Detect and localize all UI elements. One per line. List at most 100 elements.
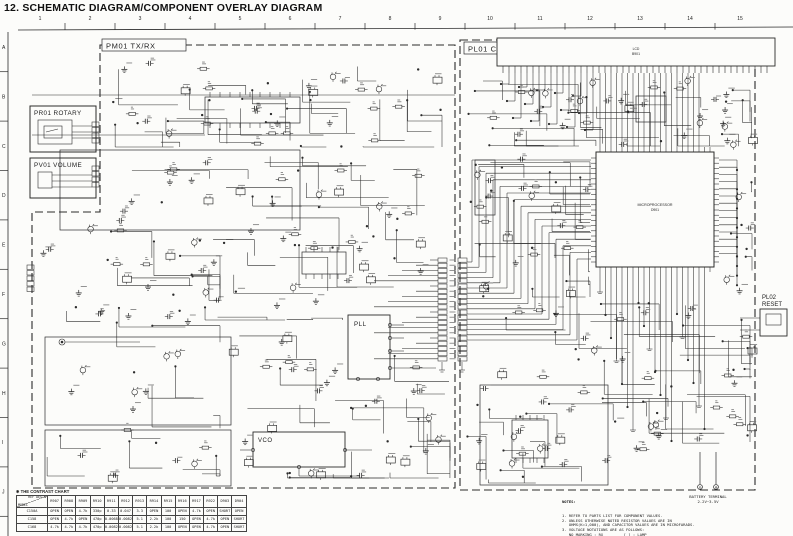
notes-title: NOTES: xyxy=(562,499,576,505)
vco-label: VCO xyxy=(258,438,273,444)
contrast-chart-cell: R915 xyxy=(160,495,176,508)
svg-text:E: E xyxy=(2,243,6,249)
contrast-chart-cell: OPEN xyxy=(188,515,205,524)
component-scatter xyxy=(40,57,758,484)
board-connector-strips xyxy=(374,257,468,373)
contrast-chart-cell: 4.7k xyxy=(203,515,219,524)
contrast-chart-cell: R908 xyxy=(61,495,77,508)
sheet-frame xyxy=(7,26,793,536)
contrast-chart-cell: OPEN xyxy=(61,507,77,516)
contrast-chart-cell: OPEN xyxy=(46,515,63,524)
contrast-chart-cell: OPEN xyxy=(146,507,162,516)
lcd-label-line1: LCD xyxy=(633,47,640,51)
contrast-chart-cell: OPEN xyxy=(75,515,91,524)
svg-text:11: 11 xyxy=(537,16,542,22)
svg-text:6: 6 xyxy=(289,16,292,22)
mcu-label-line2: D901 xyxy=(651,208,659,212)
contrast-chart-cell: 0.0082 xyxy=(117,523,134,532)
contrast-chart-cell: 4.7k xyxy=(61,523,77,532)
contrast-chart-cell: C150A xyxy=(16,507,48,516)
contrast-chart-cell: R912 xyxy=(117,495,134,508)
contrast-chart-cell: 0.0082 xyxy=(117,515,134,524)
contrast-chart-cell: 0.0082 xyxy=(103,523,119,532)
svg-text:J: J xyxy=(2,490,5,496)
svg-text:15: 15 xyxy=(737,16,743,22)
contrast-chart-cell: OPEN xyxy=(231,507,247,516)
pv01-label: PV01 VOLUME xyxy=(34,162,82,169)
contrast-chart-cell: R922 xyxy=(203,495,219,508)
pl02-label-line2: RESET xyxy=(762,302,782,308)
contrast-chart-cell: R917 xyxy=(188,495,205,508)
contrast-chart-caption: ✱ THE CONTRAST CHART xyxy=(16,489,70,494)
mcu-label-line1: MICROPROCESSOR xyxy=(638,203,673,207)
contrast-chart-cell: 4.7k xyxy=(75,507,91,516)
svg-text:G: G xyxy=(2,341,6,347)
contrast-chart-cell: 4.7k xyxy=(75,523,91,532)
contrast-chart-cell: R910 xyxy=(89,495,105,508)
pm01-board-outline: PM01 TX/RX xyxy=(31,38,456,489)
svg-text:C: C xyxy=(2,144,6,150)
svg-text:7: 7 xyxy=(339,16,342,22)
contrast-chart-cell: R911 xyxy=(103,495,119,508)
battery-caption-line2: 2.2V~3.5V xyxy=(697,499,719,505)
contrast-chart-cell: R914 xyxy=(146,495,162,508)
contrast-chart-cell: 5.1 xyxy=(132,515,148,524)
contrast-chart-cell: 2.2k xyxy=(146,515,162,524)
lcd-label-line2: B901 xyxy=(632,52,640,56)
pll-label: PLL xyxy=(354,321,367,328)
contrast-chart-cell: R907 xyxy=(46,495,63,508)
contrast-chart-cell: 330p xyxy=(89,507,105,516)
svg-text:12: 12 xyxy=(587,16,593,22)
contrast-chart-cell: R916 xyxy=(174,495,190,508)
contrast-chart-cell: 470p xyxy=(89,523,105,532)
pl02-reset-block: PL02 RESET xyxy=(740,295,788,337)
page-title: 12. SCHEMATIC DIAGRAM/COMPONENT OVERLAY … xyxy=(4,2,323,14)
contrast-chart-cell: 5.1 xyxy=(132,523,148,532)
contrast-chart-cell: OPEN xyxy=(188,523,205,532)
svg-text:B: B xyxy=(2,94,6,100)
ic-pins xyxy=(591,147,719,272)
pl02-label-line1: PL02 xyxy=(762,295,777,301)
svg-text:F: F xyxy=(2,292,5,298)
contrast-chart-cell: 0.0068 xyxy=(103,515,119,524)
pr01-label: PR01 ROTARY xyxy=(34,110,82,117)
contrast-chart-cell: 150 xyxy=(174,515,190,524)
contrast-chart-cell: 4.7k xyxy=(46,523,63,532)
svg-text:D: D xyxy=(2,193,6,199)
contrast-chart-cell: C168 xyxy=(16,523,48,532)
contrast-chart-cell: OPEN xyxy=(46,507,63,516)
svg-text:4: 4 xyxy=(189,16,192,22)
svg-text:8: 8 xyxy=(389,16,392,22)
pv01-volume-block: PV01 VOLUME xyxy=(29,157,97,199)
contrast-chart-cell: OPEN xyxy=(174,523,190,532)
svg-text:I: I xyxy=(2,440,3,446)
contrast-chart-cell: SHORT xyxy=(231,523,247,532)
contrast-chart-cell: 4.7k xyxy=(61,515,77,524)
contrast-chart-cell: C158 xyxy=(16,515,48,524)
contrast-chart-cell: 100 xyxy=(160,515,176,524)
contrast-chart-cell: OPEN xyxy=(217,523,233,532)
contrast-chart-cell: 4.7k xyxy=(203,523,219,532)
notes-block: NOTES: 1. REFER TO PARTS LIST FOR COMPON… xyxy=(562,491,767,536)
contrast-chart-cell: SHORT xyxy=(231,515,247,524)
contrast-chart-cell: OPEN xyxy=(174,507,190,516)
contrast-chart-cell: 3.3 xyxy=(132,507,148,516)
contrast-chart-cell: 100 xyxy=(160,523,176,532)
svg-text:3: 3 xyxy=(139,16,142,22)
contrast-chart-cell: D903 xyxy=(217,495,233,508)
battery-pos-mark: ⊕ xyxy=(715,486,718,490)
contrast-chart-cell: 2.2k xyxy=(146,523,162,532)
contrast-chart-cell: 100 xyxy=(160,507,176,516)
contrast-chart-cell: 0.33 xyxy=(103,507,119,516)
lcd-display: LCD B901 xyxy=(496,37,776,67)
svg-text:10: 10 xyxy=(487,16,493,22)
contrast-chart-cell: 4.7k xyxy=(188,507,205,516)
battery-caption-line1: BATTERY TERMINAL xyxy=(689,494,727,499)
notes-lines: 1. REFER TO PARTS LIST FOR COMPONENT VAL… xyxy=(562,513,695,536)
battery-neg-mark: ⊖ xyxy=(699,486,702,490)
contrast-chart-cell: D904 xyxy=(231,495,247,508)
